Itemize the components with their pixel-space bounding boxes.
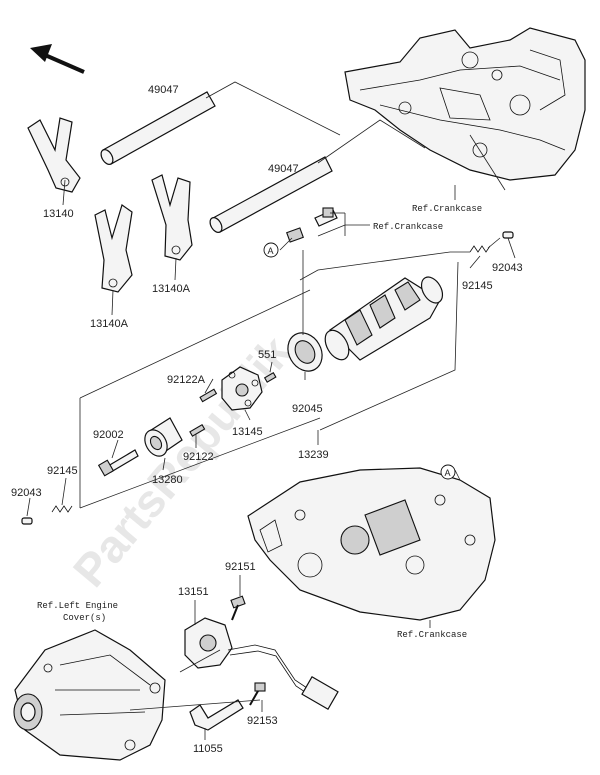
svg-text:A: A bbox=[445, 468, 451, 478]
bolt-92002 bbox=[97, 449, 139, 477]
label-92002: 92002 bbox=[93, 429, 124, 441]
pin-551 bbox=[263, 372, 277, 383]
pin-92122A bbox=[199, 388, 218, 403]
holder-13280 bbox=[144, 417, 183, 457]
label-13145: 13145 bbox=[232, 426, 263, 438]
ref-left-engine-cover-line1: Ref.Left Engine bbox=[37, 601, 118, 611]
bearing-92045 bbox=[287, 332, 323, 372]
label-92122: 92122 bbox=[183, 451, 214, 463]
label-92122A: 92122A bbox=[167, 374, 206, 386]
label-92153: 92153 bbox=[247, 715, 278, 727]
label-13280: 13280 bbox=[152, 474, 183, 486]
bolt-washer-assembly bbox=[286, 207, 338, 243]
label-92145-right: 92145 bbox=[462, 280, 493, 292]
shift-fork-13140 bbox=[27, 117, 81, 193]
spring-92145-left bbox=[51, 505, 73, 513]
ref-left-engine-cover-line2: Cover(s) bbox=[63, 613, 106, 623]
crankcase-upper bbox=[344, 27, 586, 181]
ref-crankcase-bottom: Ref.Crankcase bbox=[397, 630, 467, 640]
label-92043-left: 92043 bbox=[11, 487, 42, 499]
fork-shaft-lower bbox=[209, 156, 333, 233]
label-49047-lower: 49047 bbox=[268, 163, 299, 175]
label-551: 551 bbox=[258, 349, 276, 361]
label-49047-upper: 49047 bbox=[148, 84, 179, 96]
ref-crankcase-top: Ref.Crankcase bbox=[412, 204, 482, 214]
label-92145-left: 92145 bbox=[47, 465, 78, 477]
front-direction-arrow-icon bbox=[30, 44, 85, 74]
bolt-92151 bbox=[230, 595, 246, 621]
label-13140: 13140 bbox=[43, 208, 74, 220]
shift-fork-13140A-right bbox=[151, 174, 193, 261]
bolt-92153 bbox=[249, 682, 266, 706]
clamp-11055 bbox=[189, 699, 244, 731]
marker-a-upper: A bbox=[263, 242, 279, 258]
label-92043-right: 92043 bbox=[492, 262, 523, 274]
spring-92145-right bbox=[469, 245, 491, 253]
label-92045: 92045 bbox=[292, 403, 323, 415]
marker-a-lower: A bbox=[440, 464, 456, 480]
fork-shaft-upper bbox=[100, 91, 216, 165]
svg-text:A: A bbox=[268, 246, 274, 256]
shift-cam-13145 bbox=[221, 366, 263, 411]
label-13140A-left: 13140A bbox=[90, 318, 129, 330]
pin-92043-left bbox=[21, 517, 33, 525]
pin-92122 bbox=[189, 424, 206, 437]
pin-92043-right bbox=[502, 231, 514, 239]
label-11055: 11055 bbox=[193, 743, 223, 755]
label-92151: 92151 bbox=[225, 561, 256, 573]
shift-drum-13239 bbox=[324, 276, 444, 361]
label-13239: 13239 bbox=[298, 449, 329, 461]
gear-position-sensor-13151 bbox=[184, 617, 339, 710]
shift-fork-13140A-left bbox=[94, 204, 133, 293]
left-engine-cover bbox=[13, 629, 166, 761]
ref-crankcase-mid: Ref.Crankcase bbox=[373, 222, 443, 232]
leader-lines bbox=[26, 81, 516, 740]
label-13151: 13151 bbox=[178, 586, 209, 598]
crankcase-lower bbox=[247, 467, 496, 621]
label-13140A-right: 13140A bbox=[152, 283, 191, 295]
